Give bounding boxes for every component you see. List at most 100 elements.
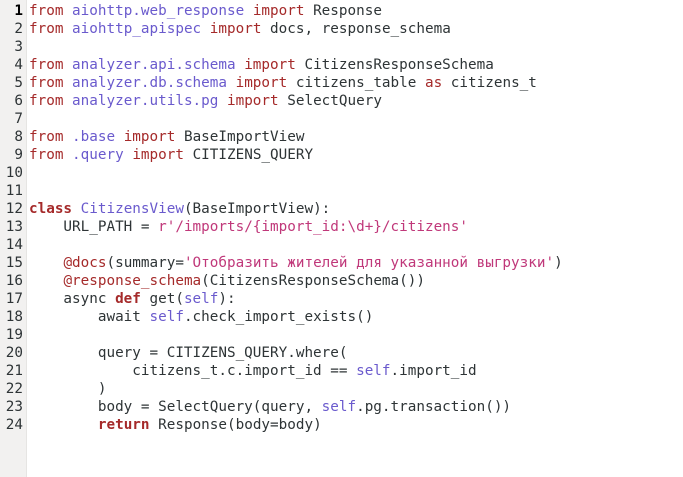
code-text[interactable]: @response_schema(CitizensResponseSchema(… — [29, 272, 425, 290]
code-token-txt: Response(body=body) — [149, 417, 322, 433]
code-line[interactable]: 12 class CitizensView(BaseImportView): — [0, 200, 683, 218]
code-token-mod: analyzer.utils.pg — [72, 93, 219, 109]
line-number: 2 — [14, 21, 23, 37]
line-number: 12 — [5, 201, 23, 217]
code-token-str: r'/imports/{import_id:\d+}/citizens' — [158, 219, 468, 235]
code-line[interactable]: 13 URL_PATH = r'/imports/{import_id:\d+}… — [0, 218, 683, 236]
code-token-mod: .base — [72, 129, 116, 145]
code-text[interactable]: from .base import BaseImportView — [29, 128, 304, 146]
code-text[interactable]: query = CITIZENS_QUERY.where( — [29, 344, 348, 362]
code-text[interactable] — [29, 110, 30, 128]
code-text[interactable]: from .query import CITIZENS_QUERY — [29, 146, 313, 164]
code-token-txt: async — [29, 291, 116, 307]
code-line[interactable]: 6 from analyzer.utils.pg import SelectQue… — [0, 92, 683, 110]
code-text[interactable] — [29, 164, 30, 182]
code-line[interactable]: 21 citizens_t.c.import_id == self.import… — [0, 362, 683, 380]
code-line[interactable]: 20 query = CITIZENS_QUERY.where( — [0, 344, 683, 362]
code-text[interactable]: citizens_t.c.import_id == self.import_id — [29, 362, 476, 380]
code-token-kw: from — [29, 147, 64, 163]
code-text[interactable]: @docs(summary='Отобразить жителей для ук… — [29, 254, 563, 272]
code-line[interactable]: 14 — [0, 236, 683, 254]
code-text[interactable] — [29, 182, 30, 200]
line-number: 18 — [5, 309, 23, 325]
code-line[interactable]: 22 ) — [0, 380, 683, 398]
code-token-txt: CITIZENS_QUERY — [183, 147, 314, 163]
line-number: 21 — [5, 363, 23, 379]
code-token-dec: @docs — [63, 255, 107, 271]
code-line[interactable]: 17 async def get(self): — [0, 290, 683, 308]
code-token-txt: URL_PATH = — [29, 219, 159, 235]
code-token-txt — [201, 21, 210, 37]
code-token-txt — [236, 57, 245, 73]
code-token-kw: from — [29, 21, 64, 37]
code-text[interactable] — [29, 236, 30, 254]
code-token-txt — [29, 417, 98, 433]
code-token-txt — [244, 3, 253, 19]
code-text[interactable] — [29, 38, 30, 56]
code-token-txt: ) — [554, 255, 563, 271]
code-token-txt: await — [29, 309, 150, 325]
code-token-txt: (BaseImportView): — [183, 201, 331, 217]
code-text[interactable]: ) — [29, 380, 107, 398]
code-text[interactable]: from aiohttp_apispec import docs, respon… — [29, 20, 451, 38]
code-line[interactable]: 7 — [0, 110, 683, 128]
code-token-txt: Response — [304, 3, 382, 19]
code-line[interactable]: 11 — [0, 182, 683, 200]
code-text[interactable]: from analyzer.api.schema import Citizens… — [29, 56, 494, 74]
code-token-kw: from — [29, 57, 64, 73]
code-token-txt: body = SelectQuery(query, — [29, 399, 322, 415]
code-line[interactable]: 18 await self.check_import_exists() — [0, 308, 683, 326]
code-text[interactable]: URL_PATH = r'/imports/{import_id:\d+}/ci… — [29, 218, 468, 236]
code-token-txt: .check_import_exists() — [183, 309, 374, 325]
code-token-dec: @response_schema — [63, 273, 202, 289]
code-token-txt: CitizensResponseSchema — [295, 57, 494, 73]
code-token-txt: citizens_t.c.import_id == — [29, 363, 357, 379]
code-token-kwb: def — [115, 291, 141, 307]
line-number: 6 — [14, 93, 23, 109]
code-text[interactable]: from aiohttp.web_response import Respons… — [29, 2, 382, 20]
code-lines[interactable]: 1 from aiohttp.web_response import Respon… — [0, 2, 683, 434]
code-line[interactable]: 3 — [0, 38, 683, 56]
code-text[interactable]: return Response(body=body) — [29, 416, 322, 434]
code-text[interactable]: class CitizensView(BaseImportView): — [29, 200, 330, 218]
line-number: 24 — [5, 417, 23, 433]
code-token-txt: ) — [29, 381, 107, 397]
code-text[interactable]: async def get(self): — [29, 290, 235, 308]
code-token-mod: aiohttp.web_response — [72, 3, 245, 19]
code-token-txt: query = CITIZENS_QUERY.where( — [29, 345, 348, 361]
code-token-mod: analyzer.api.schema — [72, 57, 236, 73]
code-token-mod: .query — [72, 147, 124, 163]
code-token-kw: import — [226, 93, 279, 109]
line-number: 23 — [5, 399, 23, 415]
code-text[interactable]: from analyzer.utils.pg import SelectQuer… — [29, 92, 382, 110]
code-line[interactable]: 10 — [0, 164, 683, 182]
line-number: 1 — [14, 3, 23, 19]
code-text[interactable] — [29, 326, 30, 344]
code-token-kw: import — [244, 57, 296, 73]
line-number: 19 — [5, 327, 23, 343]
code-line[interactable]: 23 body = SelectQuery(query, self.pg.tra… — [0, 398, 683, 416]
code-text[interactable]: from analyzer.db.schema import citizens_… — [29, 74, 537, 92]
code-line[interactable]: 16 @response_schema(CitizensResponseSche… — [0, 272, 683, 290]
code-token-txt: (CitizensResponseSchema()) — [201, 273, 425, 289]
code-token-txt: citizens_t — [442, 75, 537, 91]
code-text[interactable]: await self.check_import_exists() — [29, 308, 373, 326]
code-token-txt — [29, 255, 63, 271]
code-text[interactable]: body = SelectQuery(query, self.pg.transa… — [29, 398, 511, 416]
code-line[interactable]: 24 return Response(body=body) — [0, 416, 683, 434]
code-token-txt — [115, 129, 124, 145]
code-line[interactable]: 1 from aiohttp.web_response import Respon… — [0, 2, 683, 20]
code-token-kw: from — [29, 3, 64, 19]
code-token-txt — [63, 21, 72, 37]
line-number: 22 — [5, 381, 23, 397]
code-line[interactable]: 2 from aiohttp_apispec import docs, respo… — [0, 20, 683, 38]
code-line[interactable]: 19 — [0, 326, 683, 344]
code-token-kw: from — [29, 75, 64, 91]
code-line[interactable]: 15 @docs(summary='Отобразить жителей для… — [0, 254, 683, 272]
line-number: 3 — [14, 39, 23, 55]
